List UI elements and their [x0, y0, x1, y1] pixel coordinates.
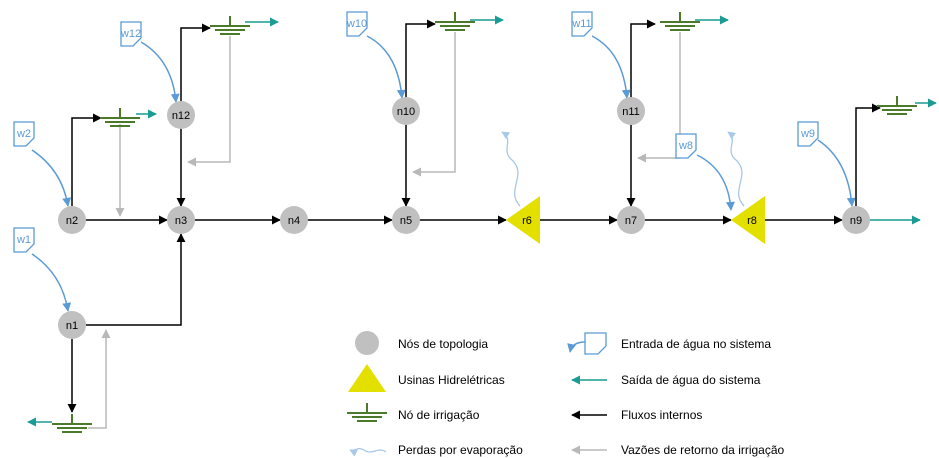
- irrigation-node-n9: [876, 95, 918, 115]
- flow-n12-irr: [180, 23, 211, 102]
- legend-evaporation-label: Perdas por evaporação: [398, 443, 523, 457]
- svg-text:n1: n1: [66, 320, 78, 332]
- inflow-curve-w8: [696, 154, 735, 211]
- inflow-w1: w1: [13, 227, 35, 253]
- legend-hydro-plants: Usinas Hidrelétricas: [348, 364, 505, 392]
- return-irr11-n7: [637, 32, 681, 163]
- node-n12: n12: [167, 101, 195, 129]
- svg-text:n2: n2: [66, 215, 78, 227]
- legend-plant-label: Usinas Hidrelétricas: [398, 373, 505, 387]
- node-n9: n9: [842, 206, 870, 234]
- svg-text:r8: r8: [747, 215, 757, 227]
- hydro-plants: r6 r8: [506, 196, 765, 244]
- legend: Nós de topologia Usinas Hidrelétricas Nó…: [346, 331, 785, 457]
- svg-text:n5: n5: [400, 215, 412, 227]
- legend-internal-label: Fluxos internos: [621, 408, 702, 422]
- svg-text:w8: w8: [678, 140, 693, 152]
- legend-irrigation-node: Nó de irrigação: [346, 402, 480, 422]
- svg-text:w10: w10: [346, 18, 367, 30]
- inflow-curve-w9: [817, 139, 856, 207]
- legend-inflow-curve: [567, 341, 586, 353]
- legend-outflow-label: Saída de água do sistema: [621, 373, 761, 387]
- legend-internal-flows: Fluxos internos: [571, 408, 702, 422]
- legend-return-label: Vazões de retorno da irrigação: [621, 443, 785, 457]
- legend-evaporation: Perdas por evaporação: [349, 443, 523, 457]
- svg-text:w1: w1: [16, 234, 31, 246]
- node-n1: n1: [58, 311, 86, 339]
- outflows: [27, 15, 937, 427]
- legend-water-outflow: Saída de água do sistema: [571, 373, 761, 387]
- svg-text:n7: n7: [625, 215, 637, 227]
- node-n2: n2: [58, 206, 86, 234]
- evaporation: [501, 131, 745, 207]
- inflow-w12: w12: [120, 21, 142, 47]
- return-irr12-n3: [187, 36, 231, 167]
- inflow-w11: w11: [571, 11, 593, 37]
- flow-n1-n3: [86, 233, 186, 326]
- svg-text:n9: n9: [850, 215, 862, 227]
- legend-irrigation-label: Nó de irrigação: [398, 408, 480, 422]
- plant-r8: r8: [731, 196, 765, 244]
- inflow-w8: w8: [675, 133, 697, 159]
- flow-n10-irr: [405, 19, 436, 98]
- inflow-curve-w2: [31, 149, 72, 207]
- inflow-curve-w1: [31, 253, 72, 312]
- svg-text:w11: w11: [571, 18, 591, 30]
- inflow-curve-w12: [140, 41, 180, 103]
- svg-text:n12: n12: [172, 110, 190, 122]
- svg-text:w9: w9: [800, 128, 815, 140]
- flow-n11-irr: [630, 19, 656, 98]
- svg-text:w12: w12: [120, 28, 141, 40]
- inflow-w10: w10: [346, 11, 368, 37]
- legend-inflow-box: [584, 332, 607, 355]
- node-n7: n7: [617, 206, 645, 234]
- irrigation-node-n2: [99, 107, 141, 127]
- return-irr1-n1n3: [88, 329, 111, 429]
- inflow-curves: [31, 35, 856, 312]
- irrigation-node-n1: [51, 413, 93, 433]
- return-irr10-n5: [412, 32, 456, 177]
- node-n3: n3: [167, 206, 195, 234]
- legend-irrigation-return: Vazões de retorno da irrigação: [571, 443, 785, 457]
- svg-text:n10: n10: [397, 106, 415, 118]
- legend-topology-nodes: Nós de topologia: [355, 331, 488, 355]
- flow-n9-irr: [855, 103, 881, 206]
- node-n10: n10: [392, 97, 420, 125]
- inflow-curve-w10: [366, 35, 406, 99]
- legend-water-inflow: Entrada de água no sistema: [567, 332, 771, 355]
- evaporation-r8: [727, 131, 745, 207]
- irrigation-node-n12: [209, 15, 251, 35]
- node-n5: n5: [392, 206, 420, 234]
- legend-evaporation-symbol: [349, 447, 387, 457]
- irrigation-node-n10: [434, 11, 476, 31]
- plant-r6: r6: [506, 196, 540, 244]
- legend-irrigation-symbol: [346, 402, 388, 422]
- legend-inflow-label: Entrada de água no sistema: [621, 337, 771, 351]
- flow-n2-irr: [71, 113, 102, 206]
- node-n11: n11: [617, 97, 645, 125]
- legend-plant-symbol: [348, 364, 386, 392]
- svg-text:n4: n4: [288, 215, 300, 227]
- inflow-w9: w9: [797, 121, 819, 147]
- evaporation-r6: [501, 131, 521, 207]
- irrigation-node-n11: [659, 11, 701, 31]
- topology-nodes: n2 n3 n4 n5 n7 n9 n1 n12: [58, 97, 870, 339]
- svg-text:n3: n3: [175, 215, 187, 227]
- internal-flows: [67, 19, 881, 413]
- svg-text:r6: r6: [522, 215, 532, 227]
- inflow-boxes: w12 w2 w1 w10 w11 w8 w9: [13, 11, 819, 253]
- legend-node-symbol: [355, 331, 379, 355]
- svg-text:n11: n11: [622, 106, 640, 118]
- inflow-curve-w11: [591, 35, 631, 99]
- svg-text:w2: w2: [16, 128, 31, 140]
- legend-topology-label: Nós de topologia: [398, 337, 488, 351]
- inflow-w2: w2: [13, 121, 35, 147]
- node-n4: n4: [280, 206, 308, 234]
